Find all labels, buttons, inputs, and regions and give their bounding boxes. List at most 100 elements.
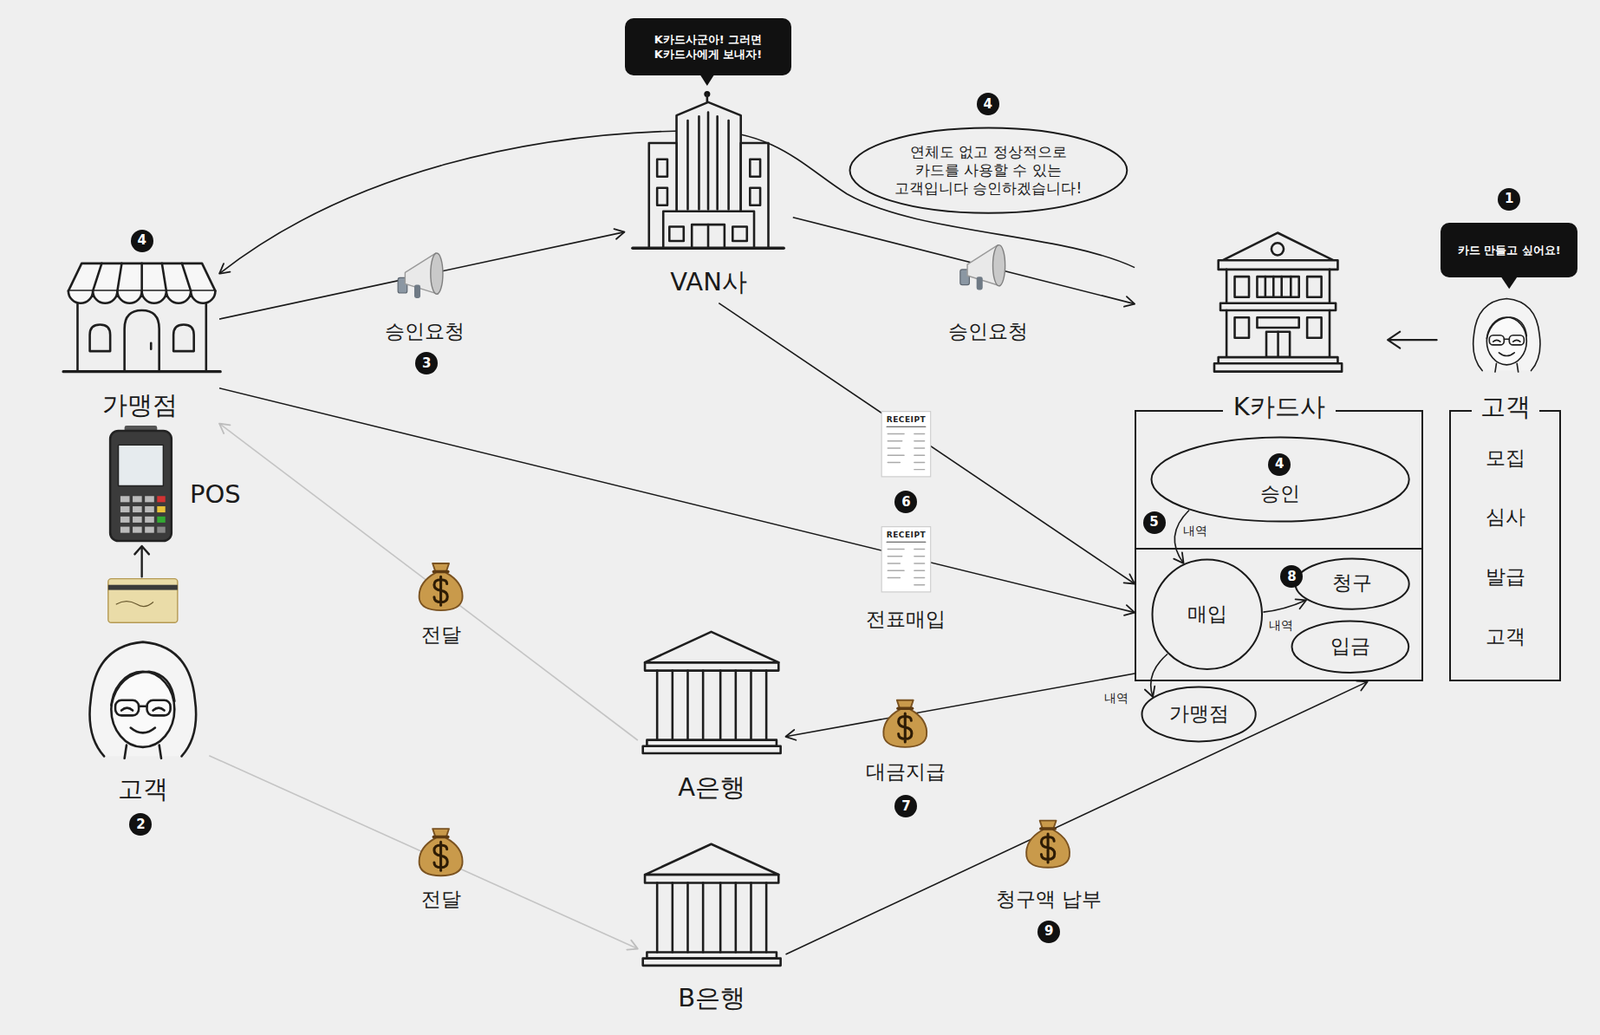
- customer-box: 고객모집심사발급고객: [1449, 392, 1562, 682]
- connector: [1151, 654, 1168, 698]
- ellipse-outline: [1294, 558, 1409, 609]
- pos-terminal-part-part: [120, 516, 131, 523]
- card-company-building-part: [1266, 331, 1290, 358]
- van-building-part: [632, 246, 784, 250]
- pos-terminal-part-part: [132, 526, 143, 534]
- receipt: [881, 526, 931, 592]
- card-company-building-part: [1307, 317, 1321, 339]
- ellipse-node: 청구: [1294, 557, 1411, 611]
- pos-terminal-part: [120, 495, 166, 533]
- speech-bubble: 카드 만들고 싶어요!: [1440, 222, 1578, 279]
- card-arrow-part: [134, 546, 149, 577]
- bank-icon-part: [656, 882, 767, 952]
- card-company-building-part: [1226, 269, 1330, 304]
- edge-label: 대금지급: [862, 760, 950, 785]
- store-icon-part: [173, 324, 195, 352]
- callout-number: 7: [894, 794, 918, 818]
- van-building-part: [656, 188, 668, 206]
- credit-card-part: [108, 585, 178, 591]
- node-text: 가맹점: [1169, 702, 1230, 727]
- bank-icon-part: [644, 874, 779, 883]
- van-building-part: [707, 224, 710, 248]
- edge-label: 전달: [417, 624, 465, 649]
- van-building-part: [656, 159, 668, 177]
- bank-icon: [643, 631, 781, 754]
- icon-node: B은행: [637, 836, 787, 1021]
- speech-bubble: K카드사군아! 그러면 K카드사에게 보내자!: [624, 18, 793, 76]
- node-text: 심사: [1485, 505, 1526, 530]
- pos-terminal-part-part: [156, 495, 165, 502]
- card-company-building-part: [1235, 317, 1249, 339]
- card-company-building-part: [1256, 276, 1299, 298]
- pos-terminal-part: [118, 444, 164, 486]
- van-building-part: [749, 188, 761, 206]
- receipt-text: RECEIPT: [886, 529, 926, 540]
- apply-arrow: [1387, 331, 1438, 349]
- bubble-pointer-part: [700, 74, 715, 86]
- edge-label: 승인요청: [944, 319, 1032, 345]
- money-bag: [419, 563, 463, 611]
- ellipse-node: 가맹점: [1140, 685, 1257, 743]
- callout-number: 4: [976, 92, 1000, 116]
- receipt-text: RECEIPT: [886, 414, 926, 424]
- bubble-pointer: [700, 74, 1518, 289]
- ellipse-outline: [849, 127, 1127, 213]
- connector: [1262, 599, 1307, 612]
- van-building-part: [669, 226, 683, 241]
- icon-node: 가맹점: [61, 254, 220, 423]
- callout-number: 8: [1280, 565, 1303, 588]
- store-icon-part: [68, 263, 216, 292]
- card-company-building-part: [1214, 363, 1342, 371]
- icon-node: VAN사: [624, 93, 794, 303]
- bank-icon-part: [643, 958, 781, 966]
- edge-label: 내역: [1179, 523, 1211, 539]
- bubble-pointer-part: [706, 93, 709, 102]
- device-label: POS: [189, 478, 241, 509]
- callout-number: 2: [129, 813, 152, 836]
- edge-label: 전달: [417, 888, 465, 913]
- megaphone: [397, 253, 443, 299]
- ellipse-node: 연체도 없고 정상적으로 카드를 사용할 수 있는 고객입니다 승인하겠습니다!: [848, 126, 1129, 215]
- van-building-part: [732, 226, 747, 241]
- callout-number: 4: [130, 229, 154, 253]
- callout-number: 9: [1037, 920, 1061, 944]
- callout-number: 3: [415, 351, 438, 375]
- van-building-part: [749, 159, 761, 177]
- ellipse-outline: [1292, 620, 1410, 672]
- ellipse-outline: [1151, 559, 1262, 670]
- node-text: 고객: [117, 773, 169, 805]
- edge-label: 청구액 납부: [992, 888, 1106, 913]
- node-text: 청구: [1332, 572, 1373, 597]
- credit-card-part: [116, 601, 153, 607]
- megaphone: [960, 245, 1006, 291]
- van-building-part: [687, 112, 729, 210]
- van-building-part: [691, 224, 725, 248]
- person-icon: [1473, 298, 1541, 372]
- ellipse-outline: [1142, 687, 1256, 742]
- money-bag: [883, 700, 927, 748]
- store-icon-part: [77, 303, 206, 371]
- ellipse-outline: [1150, 435, 1411, 523]
- bubble-pointer-part: [1501, 276, 1518, 289]
- money-bag: [419, 828, 463, 876]
- store-icon-part: [124, 310, 160, 372]
- pos-terminal-part-part: [144, 495, 155, 502]
- store-icon: [63, 263, 221, 372]
- money-bag: [1026, 820, 1070, 868]
- connector: [219, 232, 625, 320]
- card-company-building: [1214, 233, 1342, 372]
- connector: [219, 388, 1135, 613]
- pos-terminal-part-part: [156, 516, 165, 523]
- node-text: 고객: [1485, 624, 1526, 650]
- pos-terminal-part: [110, 430, 172, 541]
- icon-node: A은행: [637, 624, 787, 809]
- pos-terminal-part-part: [132, 495, 143, 502]
- store-icon-part: [149, 343, 153, 350]
- node-text: A은행: [677, 771, 746, 802]
- pos-terminal-part-part: [120, 526, 131, 534]
- connector: [786, 681, 1368, 955]
- edge-label: 내역: [1265, 617, 1297, 632]
- pos-terminal-part-part: [156, 526, 165, 534]
- connector: [219, 423, 638, 741]
